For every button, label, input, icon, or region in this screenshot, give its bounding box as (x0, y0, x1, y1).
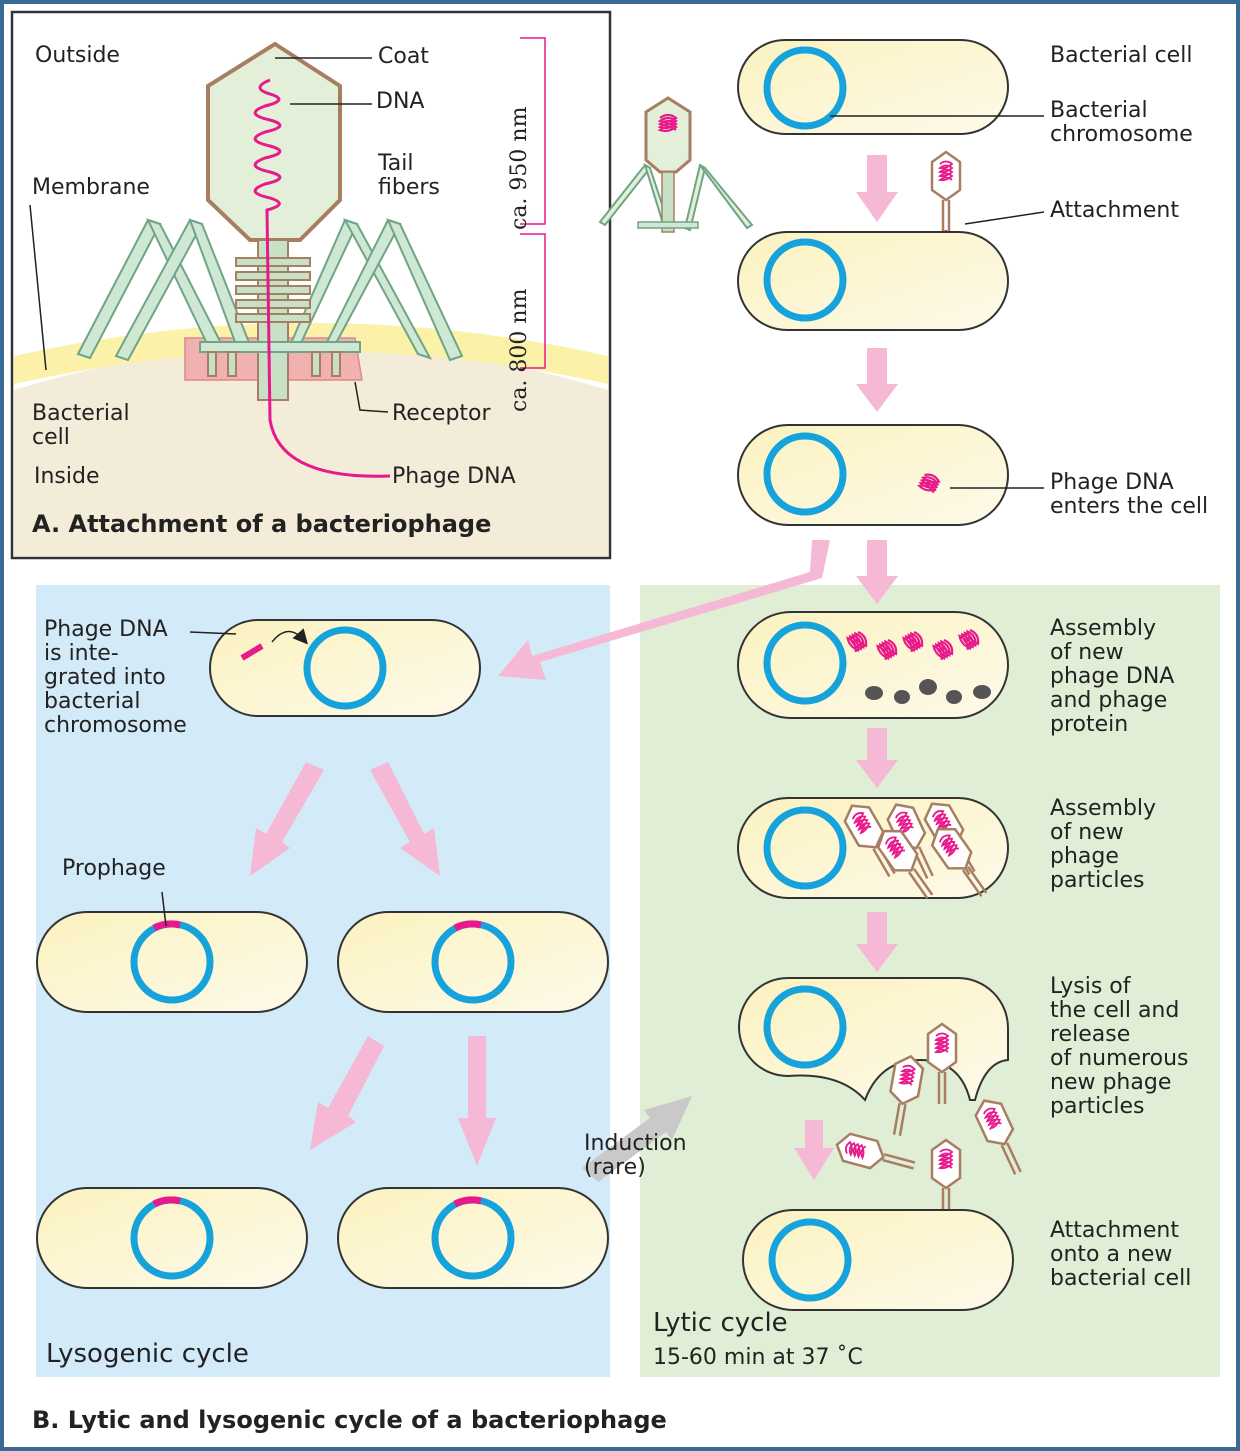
label-size-head: ca. 950 nm (508, 100, 532, 230)
label-assembly-particles: Assembly of new phage particles (1050, 797, 1156, 893)
label-lytic-cycle: Lytic cycle (653, 1308, 788, 1338)
label-dna: DNA (376, 90, 424, 114)
label-tail-fibers: Tail fibers (378, 152, 440, 200)
panel-b-title: B. Lytic and lysogenic cycle of a bacter… (32, 1406, 667, 1434)
cell-2 (738, 232, 1008, 330)
label-outside: Outside (35, 44, 120, 68)
label-lysis: Lysis of the cell and release of numerou… (1050, 975, 1188, 1119)
label-lysogenic-cycle: Lysogenic cycle (46, 1339, 249, 1369)
label-assembly-dna-protein: Assembly of new phage DNA and phage prot… (1050, 617, 1174, 737)
label-induction: Induction (rare) (584, 1132, 687, 1180)
label-inside: Inside (34, 465, 100, 489)
label-phage-dna-a: Phage DNA (392, 465, 516, 489)
panel-a-title: A. Attachment of a bacteriophage (32, 510, 491, 538)
phage-head (208, 44, 340, 240)
cell-3 (738, 425, 1008, 525)
label-bacterial-chromosome: Bacterial chromosome (1050, 99, 1193, 147)
prophage-segment (154, 924, 180, 928)
label-integrated: Phage DNA is inte- grated into bacterial… (44, 618, 187, 738)
lyso-cell-top (210, 620, 480, 716)
label-coat: Coat (378, 45, 429, 69)
label-bacterial-cell: Bacterial cell (1050, 44, 1192, 68)
label-prophage: Prophage (62, 857, 166, 881)
label-bacterial-cell-a: Bacterial cell (32, 402, 130, 450)
label-attachment-new: Attachment onto a new bacterial cell (1050, 1219, 1191, 1291)
label-size-tail: ca. 800 nm (508, 282, 532, 412)
label-receptor: Receptor (392, 402, 491, 426)
lytic-cell-4 (743, 1210, 1013, 1310)
label-lytic-time: 15-60 min at 37 ˚C (653, 1346, 863, 1370)
label-attachment: Attachment (1050, 199, 1179, 223)
label-phage-dna-enters: Phage DNA enters the cell (1050, 471, 1208, 519)
label-membrane: Membrane (32, 176, 150, 200)
lytic-cell-1 (738, 612, 1008, 718)
